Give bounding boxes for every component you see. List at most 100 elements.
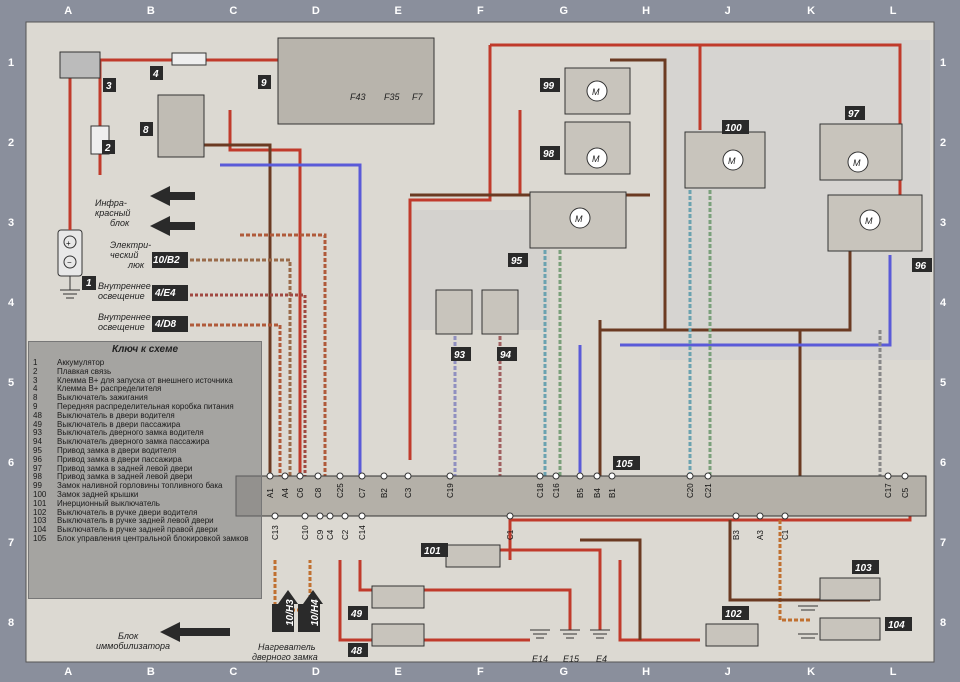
column-label-A: A [64,5,72,17]
tag-96: 96 [915,261,927,272]
control-unit-105 [235,475,927,517]
column-label-L: L [890,5,897,17]
pin-label-A4: A4 [281,488,290,498]
legend-item-number: 98 [33,472,42,482]
legend-item-text: Выключатель в двери водителя [57,410,175,420]
motor-96-symbol: M [865,216,873,226]
tag-box-99 [540,78,560,92]
pin-label-A3: A3 [756,530,765,540]
column-label-F: F [477,666,484,678]
column-label-B: B [147,666,155,678]
heater-label-1: Нагреватель [258,642,316,652]
ignition-switch [157,94,205,158]
column-label-G: G [560,666,569,678]
tag-48: 48 [350,646,363,657]
legend-title: Ключ к схеме [111,344,179,355]
legend-item-text: Аккумулятор [57,358,105,367]
legend-item-text: Выключатель зажигания [57,393,148,403]
column-label-E: E [394,666,401,678]
pin-dot [781,512,789,520]
tag-box-97 [845,106,865,120]
fuse-f35: F35 [384,92,401,102]
tag-box-102 [722,606,749,620]
actuator-98 [564,121,631,175]
tag-box-95 [508,253,528,267]
pin-dot [686,472,694,480]
tag-box-100 [722,120,749,134]
pin-dot [593,472,601,480]
pin-label-C1: C1 [781,529,790,540]
legend-item-number: 1 [33,358,38,367]
ref-10-h3: 10/H3 [285,599,296,626]
switch-49 [371,585,425,609]
pin-label-C8: C8 [314,487,323,498]
ref-tag-bg [152,316,188,332]
column-label-A: A [64,666,72,678]
legend-item-number: 97 [33,463,42,473]
pin-label-B4: B4 [593,488,602,498]
tag-box-103 [852,560,879,574]
ref-tag-bg [152,285,188,301]
pin-dot [266,472,274,480]
row-label-5: 5 [940,377,946,389]
switch-48 [371,623,425,647]
column-label-K: K [807,5,815,17]
row-label-2: 2 [940,137,946,149]
interior-label-2b: освещение [98,322,145,332]
row-label-8: 8 [940,617,946,629]
legend-item-number: 101 [33,498,47,508]
actuator-99 [564,67,631,115]
row-label-4: 4 [8,297,15,309]
tag-105: 105 [616,459,633,470]
pin-label-C3: C3 [404,487,413,498]
actuator-95 [529,191,627,249]
column-label-J: J [725,666,731,678]
interior-label-1b: освещение [98,291,145,301]
ground-e14: E14 [532,654,548,664]
column-label-C: C [229,5,237,17]
infrared-label-3: блок [110,218,130,228]
pin-dot [884,472,892,480]
tag-box-96 [912,258,932,272]
pin-dot [732,512,740,520]
column-label-D: D [312,5,320,17]
actuator-97 [819,123,903,181]
pin-label-C7: C7 [358,487,367,498]
pin-dot [341,512,349,520]
switch-101 [445,544,501,568]
tag-box-3 [103,78,116,92]
legend-item-text: Выключатель дверного замка пассажира [57,437,210,447]
sunroof-label-2: ческий [110,250,138,260]
row-label-2: 2 [8,137,14,149]
tag-box-94 [497,347,517,361]
column-label-K: K [807,666,815,678]
legend-item-text: Замок наливной горловины топливного бака [57,481,223,491]
column-label-L: L [890,666,897,678]
brown-wires [200,58,852,640]
tag-1: 1 [86,278,92,289]
infrared-label-1: Инфра- [95,198,127,208]
pin-label-C19: C19 [446,483,455,498]
ref-tag-bg [152,252,188,268]
heater-arrows [272,590,323,632]
infrared-label-2: красный [95,208,130,218]
legend-item-number: 94 [33,437,42,447]
pin-label-C4: C4 [326,529,335,540]
legend-item-number: 3 [33,375,38,385]
row-label-6: 6 [8,457,14,469]
pin-dot [536,472,544,480]
pin-label-C20: C20 [686,483,695,498]
pin-label-A1: A1 [266,488,275,498]
motor-98-symbol: M [592,154,600,164]
column-label-C: C [229,666,237,678]
ref-4-d8: 4/D8 [154,319,177,330]
fuse-4 [171,52,207,66]
pin-label-B5: B5 [576,488,585,498]
tag-95: 95 [511,256,523,267]
